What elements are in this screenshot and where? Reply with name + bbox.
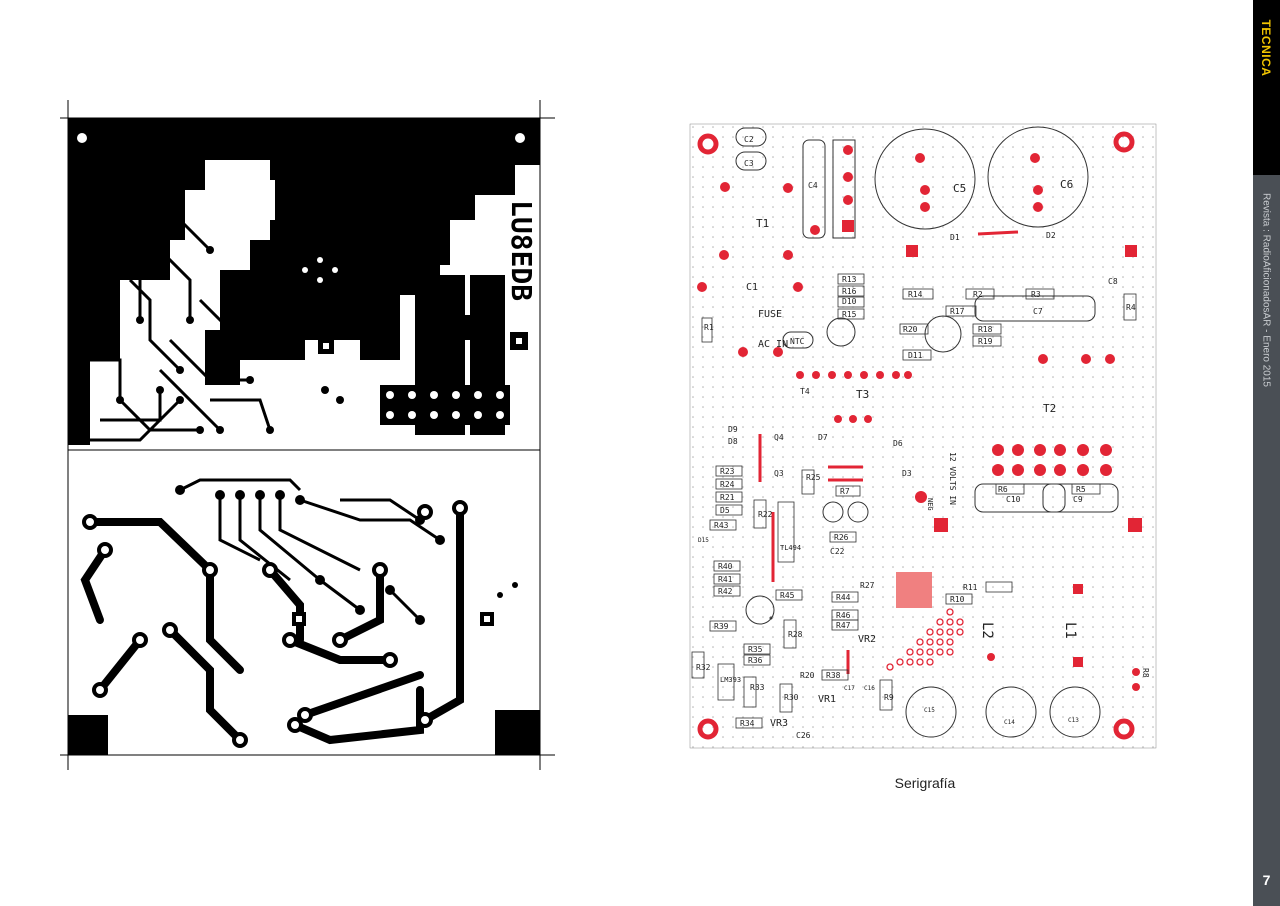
- label-d3: D3: [902, 469, 912, 478]
- label-c26: C26: [796, 731, 811, 740]
- label-r34: R34: [740, 719, 755, 728]
- label-d2: D2: [1046, 231, 1056, 240]
- label-r20: R20: [903, 325, 918, 334]
- label-r18: R18: [978, 325, 993, 334]
- label-r2: R2: [973, 290, 983, 299]
- label-r36: R36: [748, 656, 763, 665]
- label-r45: R45: [780, 591, 795, 600]
- label-t4: T4: [800, 387, 810, 396]
- label-fuse: FUSE: [758, 309, 782, 320]
- label-r39: R39: [714, 622, 729, 631]
- label-r4: R4: [1126, 303, 1136, 312]
- label-neg: NEG: [926, 498, 934, 511]
- label-r33: R33: [750, 683, 765, 692]
- silkscreen-layer-image: C2 C3 C4 C5 C6 T1 C1 FUSE AC IN NTC R1 R…: [689, 123, 1157, 749]
- label-r35: R35: [748, 645, 763, 654]
- label-t1: T1: [756, 217, 769, 230]
- label-d15: D15: [698, 537, 709, 544]
- journal-label: Revista : RadioAficionadosAR - Enero 201…: [1260, 193, 1272, 387]
- label-r41: R41: [718, 575, 733, 584]
- label-r20b: R20: [800, 671, 815, 680]
- page-sidebar: TECNICA Revista : RadioAficionadosAR - E…: [1253, 0, 1280, 906]
- label-r42: R42: [718, 587, 733, 596]
- label-c17: C17: [844, 685, 855, 692]
- label-c7: C7: [1033, 307, 1043, 316]
- label-r27: R27: [860, 581, 875, 590]
- label-c5: C5: [953, 182, 966, 195]
- label-r47: R47: [836, 621, 851, 630]
- label-c22: C22: [830, 547, 845, 556]
- label-r23: R23: [720, 467, 735, 476]
- label-d8: D8: [728, 437, 738, 446]
- label-c13: C13: [1068, 717, 1079, 724]
- label-ntc: NTC: [790, 337, 805, 346]
- figure-caption: Serigrafía: [894, 775, 956, 791]
- label-l2: L2: [979, 622, 995, 639]
- label-c14: C14: [1004, 719, 1015, 726]
- label-r8: R8: [1141, 668, 1150, 678]
- label-r17: R17: [950, 307, 965, 316]
- label-r28: R28: [788, 630, 803, 639]
- label-r46: R46: [836, 611, 851, 620]
- label-r24: R24: [720, 480, 735, 489]
- label-r6: R6: [998, 485, 1008, 494]
- label-c10: C10: [1006, 495, 1021, 504]
- label-q4: Q4: [774, 433, 784, 442]
- label-q3: Q3: [774, 469, 784, 478]
- label-r1: R1: [704, 323, 714, 332]
- label-c9: C9: [1073, 495, 1083, 504]
- label-c3: C3: [744, 159, 754, 168]
- label-c15: C15: [924, 707, 935, 714]
- label-r40: R40: [718, 562, 733, 571]
- label-r26: R26: [834, 533, 849, 542]
- label-r11: R11: [963, 583, 978, 592]
- label-c2: C2: [744, 135, 754, 144]
- label-vr2: VR2: [858, 634, 876, 645]
- label-r10: R10: [950, 595, 965, 604]
- label-c8: C8: [1108, 277, 1118, 286]
- label-ic: TL494: [780, 544, 801, 552]
- label-r9: R9: [884, 693, 894, 702]
- label-c16: C16: [864, 685, 875, 692]
- callsign-label: LU8EDB: [505, 200, 538, 301]
- page-number: 7: [1262, 872, 1271, 888]
- label-r3: R3: [1031, 290, 1041, 299]
- label-c1: C1: [746, 282, 758, 293]
- label-r43: R43: [714, 521, 729, 530]
- label-r14: R14: [908, 290, 923, 299]
- label-r13: R13: [842, 275, 857, 284]
- label-d6: D6: [893, 439, 903, 448]
- label-r30: R30: [784, 693, 799, 702]
- label-r7: R7: [840, 487, 850, 496]
- label-r5: R5: [1076, 485, 1086, 494]
- label-t2: T2: [1043, 402, 1056, 415]
- label-r16: R16: [842, 287, 857, 296]
- label-volts: 12 VOLTS IN: [948, 452, 957, 505]
- label-vr3: VR3: [770, 718, 788, 729]
- label-d5: D5: [720, 506, 730, 515]
- label-d1: D1: [950, 233, 960, 242]
- label-c6: C6: [1060, 178, 1073, 191]
- copper-layer-image: LU8EDB: [60, 100, 555, 770]
- label-r15: R15: [842, 310, 857, 319]
- section-label: TECNICA: [1259, 19, 1273, 77]
- label-vr1: VR1: [818, 694, 836, 705]
- label-d9: D9: [728, 425, 738, 434]
- label-d11: D11: [908, 351, 923, 360]
- label-c4: C4: [808, 181, 818, 190]
- label-t3: T3: [856, 388, 869, 401]
- label-r25: R25: [806, 473, 821, 482]
- label-r32: R32: [696, 663, 711, 672]
- label-r21: R21: [720, 493, 735, 502]
- label-r19: R19: [978, 337, 993, 346]
- label-r22: R22: [758, 510, 773, 519]
- label-d7: D7: [818, 433, 828, 442]
- label-r38: R38: [826, 671, 841, 680]
- label-r44: R44: [836, 593, 851, 602]
- label-lm: LM393: [720, 676, 741, 684]
- label-l1: L1: [1062, 622, 1078, 639]
- sidebar-section-block: TECNICA: [1253, 0, 1280, 175]
- label-d10: D10: [842, 297, 857, 306]
- label-ac-in: AC IN: [758, 339, 788, 350]
